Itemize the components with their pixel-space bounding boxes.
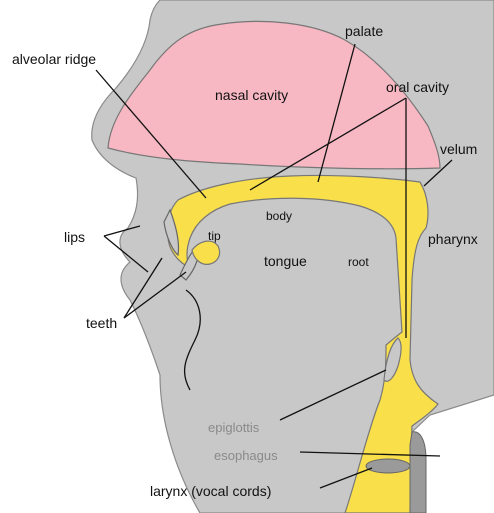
label-lips: lips bbox=[64, 229, 85, 245]
label-tongue: tongue bbox=[264, 253, 307, 269]
esophagus-wall bbox=[410, 432, 426, 513]
label-root: root bbox=[348, 255, 369, 269]
label-epiglottis: epiglottis bbox=[208, 420, 260, 435]
label-oral-cavity: oral cavity bbox=[386, 79, 449, 95]
label-palate: palate bbox=[345, 23, 383, 39]
label-alveolar-ridge: alveolar ridge bbox=[12, 51, 96, 67]
label-tip: tip bbox=[208, 229, 221, 243]
label-nasal-cavity: nasal cavity bbox=[215, 87, 288, 103]
label-larynx: larynx (vocal cords) bbox=[150, 483, 271, 499]
larynx-shape bbox=[366, 459, 410, 473]
label-body: body bbox=[266, 209, 292, 223]
label-velum: velum bbox=[440, 141, 477, 157]
label-pharynx: pharynx bbox=[428, 231, 478, 247]
label-esophagus: esophagus bbox=[214, 448, 278, 463]
label-teeth: teeth bbox=[86, 315, 117, 331]
